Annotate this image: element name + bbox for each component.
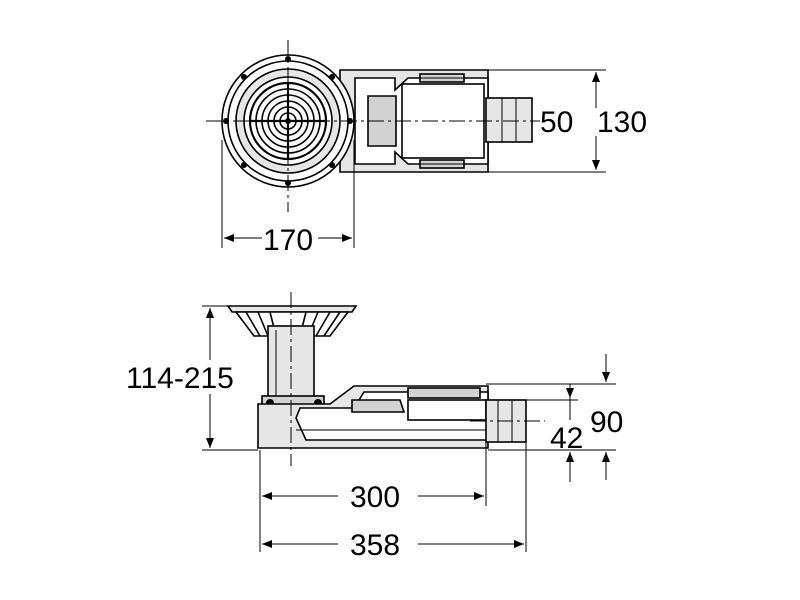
dim-top-height: 130 [597,106,647,139]
dim-outlet-height: 42 [550,422,583,455]
dim-outlet-diameter: 50 [540,106,573,139]
dim-length-inner: 300 [350,481,400,514]
dim-top-width: 170 [263,224,313,257]
top-outlet-pipe [485,97,533,143]
dim-length-total: 358 [350,529,400,562]
side-view: 114-215 90 42 300 358 [126,292,623,562]
side-riser [267,325,315,403]
dim-body-height: 90 [590,406,623,439]
side-grate-plate [226,305,358,313]
flange-screws [223,56,353,186]
top-view: 170 50 130 [206,40,647,257]
dim-height-range: 114-215 [126,362,234,395]
